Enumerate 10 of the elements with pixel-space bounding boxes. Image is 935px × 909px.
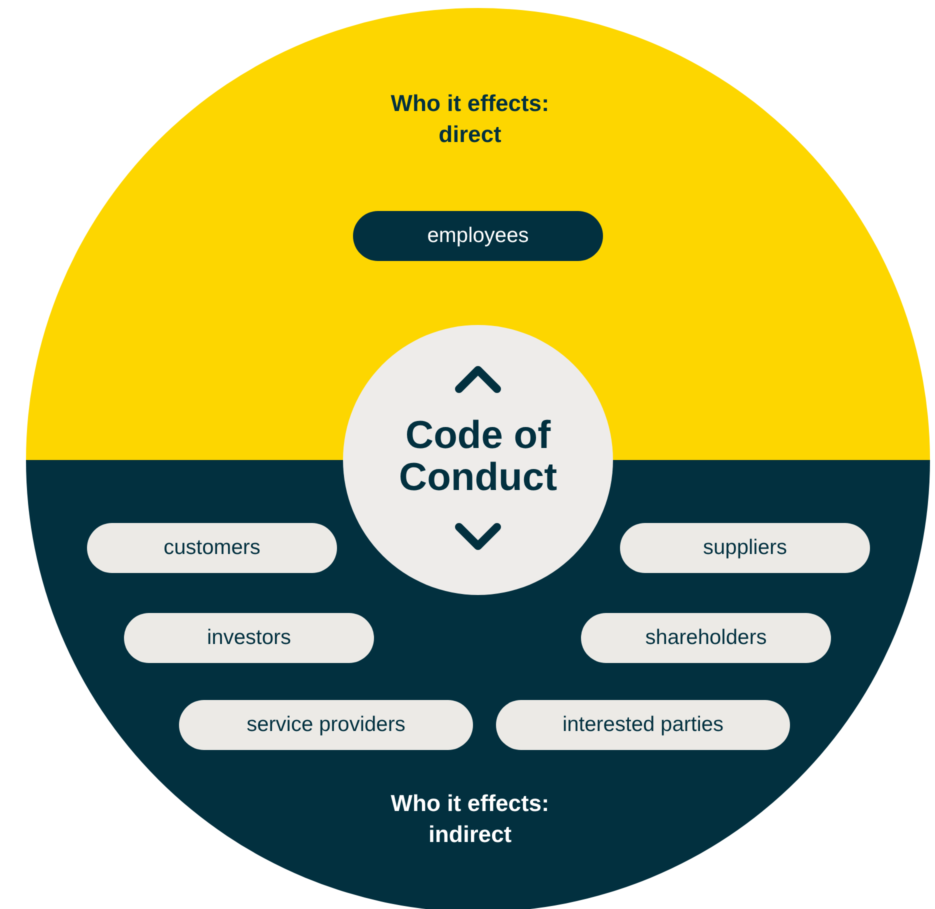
pill-label: investors [124, 613, 374, 663]
section-heading: Who it effects: indirect [390, 789, 550, 849]
pill-label: interested parties [496, 700, 790, 750]
pill-label: employees [353, 211, 603, 261]
section-heading: Who it effects: direct [390, 89, 550, 149]
pill-label: suppliers [620, 523, 870, 573]
pill-label: customers [87, 523, 337, 573]
pill-label: service providers [179, 700, 473, 750]
pill-label: shareholders [581, 613, 831, 663]
title-text: Code of Conduct [398, 415, 558, 499]
